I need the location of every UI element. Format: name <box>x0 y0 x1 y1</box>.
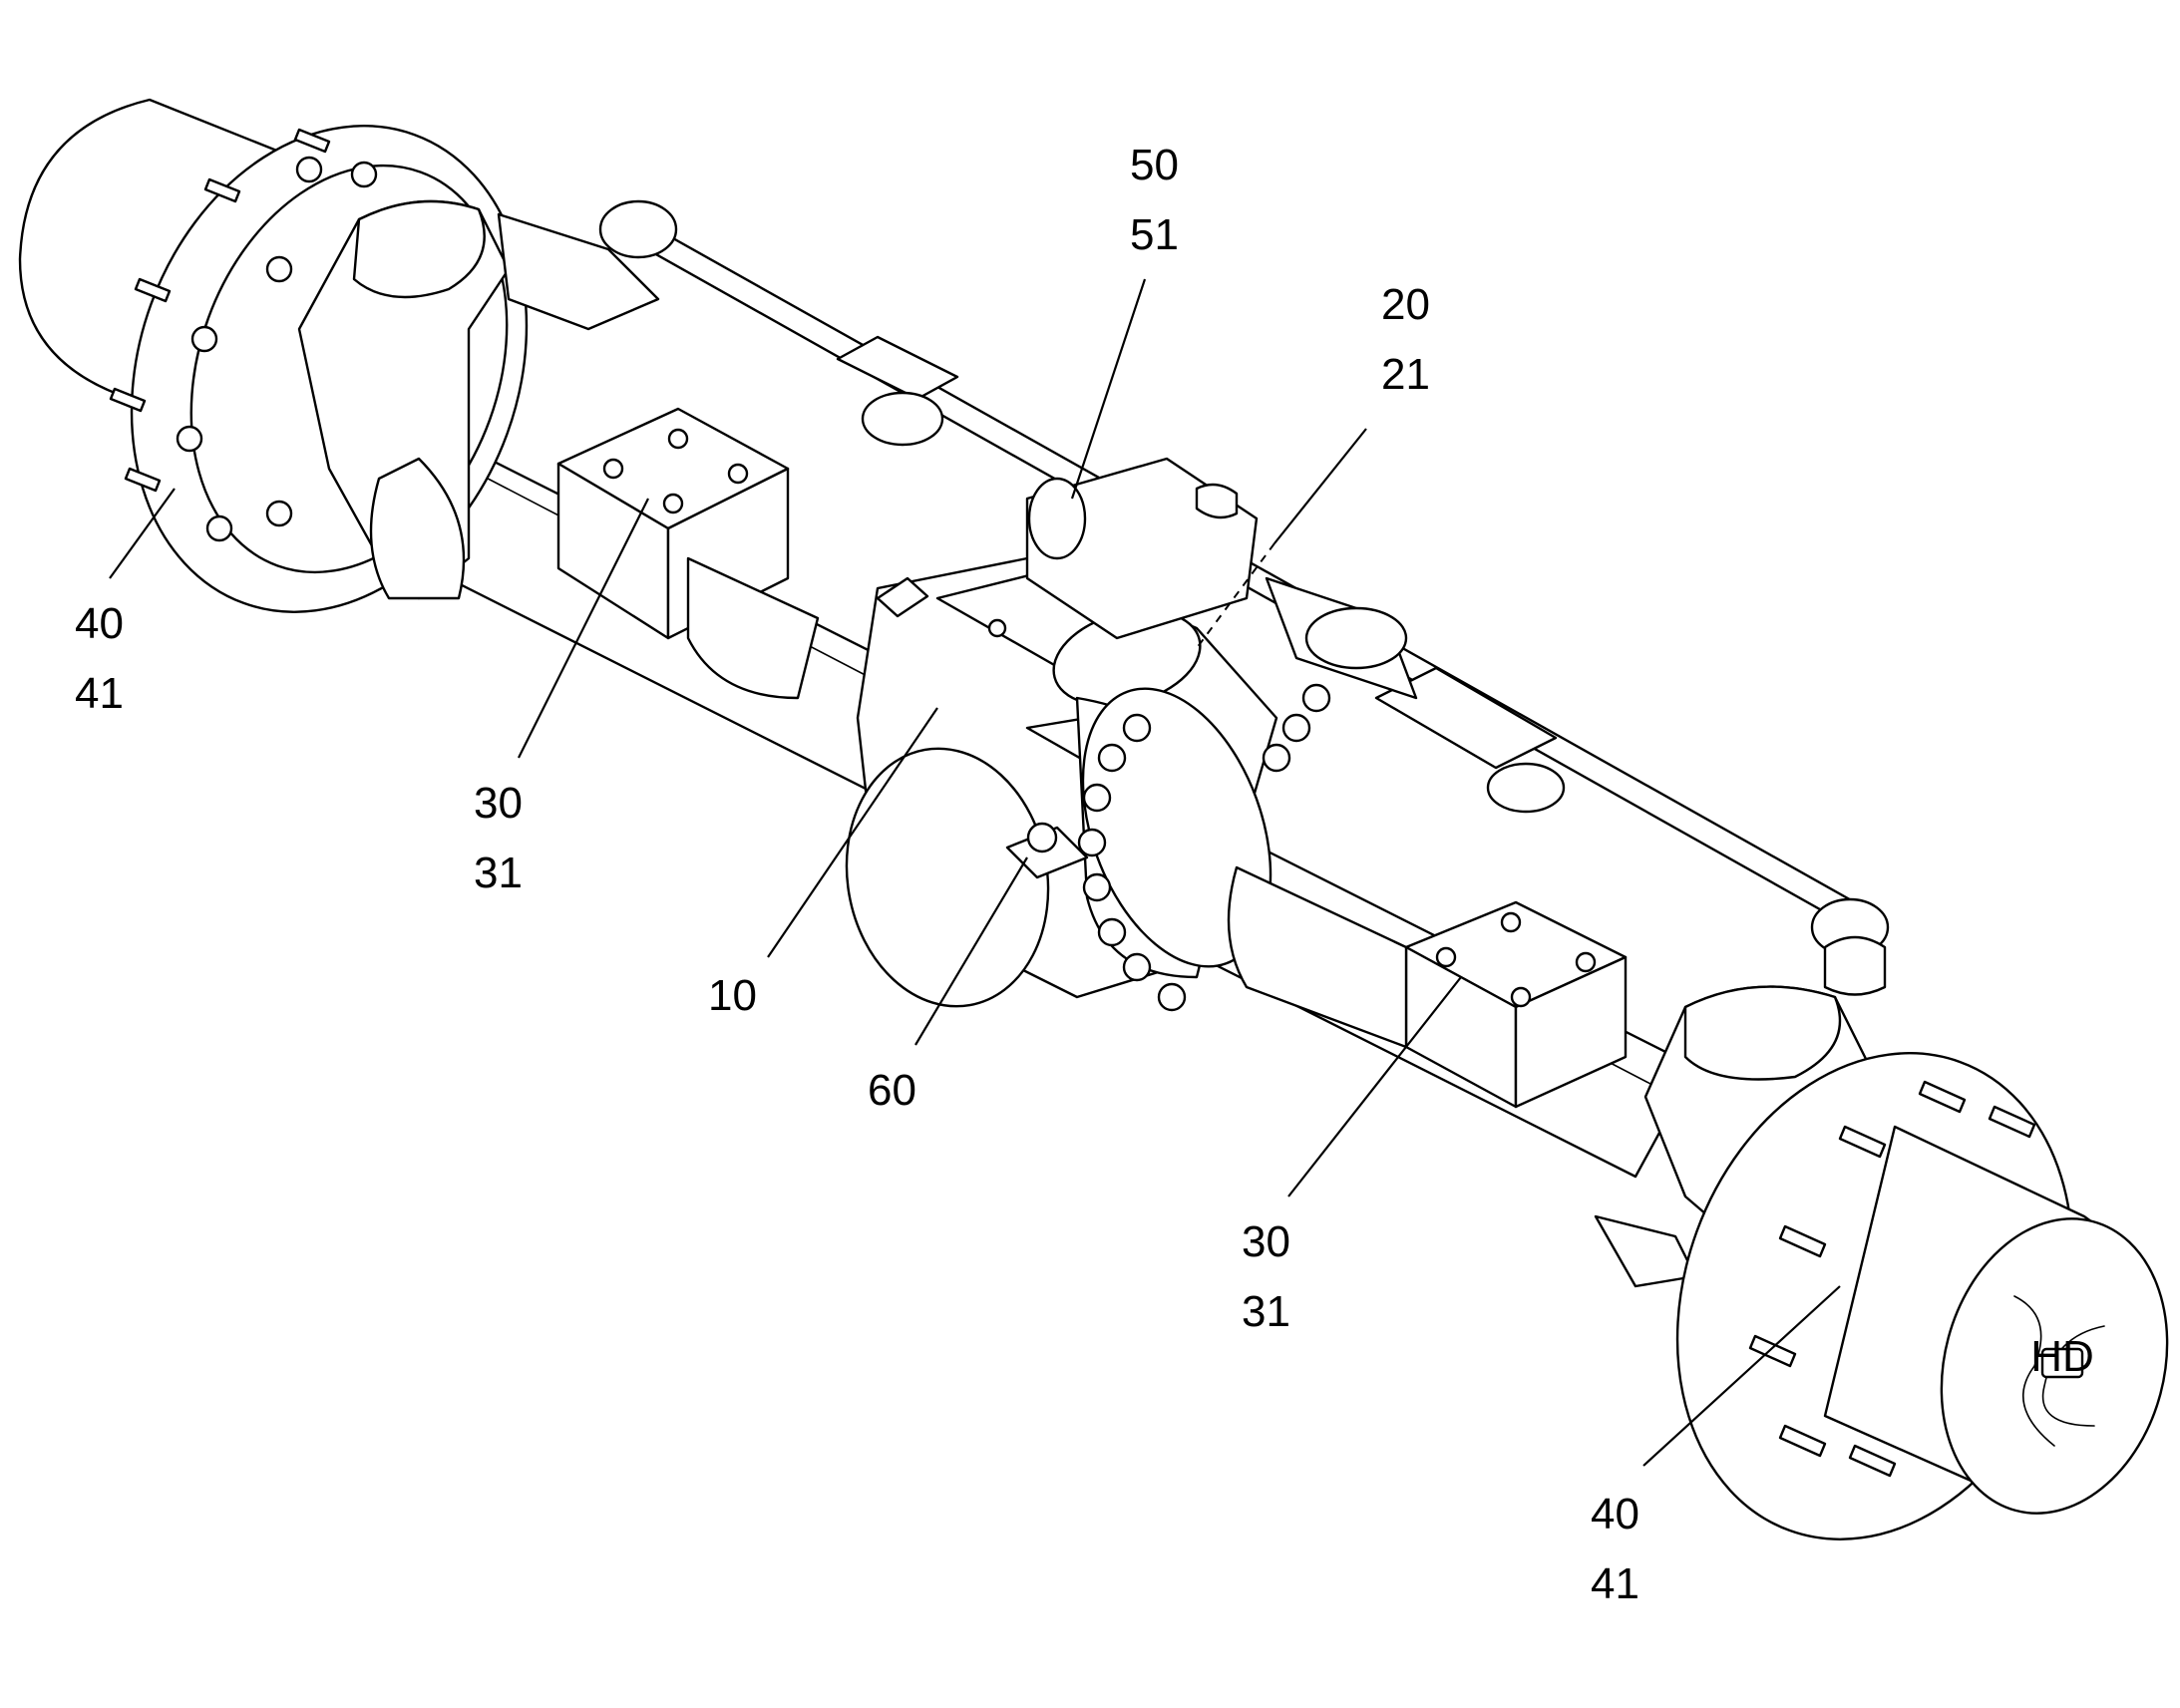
left-steering-knuckle <box>297 199 660 600</box>
callout-60: 60 <box>868 1066 916 1115</box>
leader-10 <box>767 707 938 958</box>
drain-plug <box>1005 822 1089 879</box>
callout-40-41-right: 40 41 <box>1591 1490 1639 1608</box>
leader-20-21 <box>1273 428 1367 544</box>
svg-text:31: 31 <box>474 849 523 897</box>
tie-rod-cylinder <box>1265 576 1418 700</box>
callout-40-41-left: 40 41 <box>75 599 124 718</box>
leader-40-41-right <box>1642 1285 1841 1467</box>
leader-20-21-hidden <box>1196 542 1275 649</box>
leader-60 <box>914 856 1028 1046</box>
right-wheel-hub: HD <box>1675 1052 2169 1540</box>
svg-text:30: 30 <box>474 779 523 828</box>
steering-stop <box>1025 457 1259 640</box>
svg-text:30: 30 <box>1242 1217 1290 1266</box>
right-mounting-pad <box>1227 865 1628 1109</box>
svg-text:41: 41 <box>1591 1559 1639 1608</box>
callout-20-21: 20 21 <box>1381 280 1430 399</box>
callout-10: 10 <box>708 971 757 1020</box>
leader-lines <box>109 278 1841 1467</box>
svg-text:20: 20 <box>1381 280 1430 329</box>
leader-40-41-left <box>109 488 176 579</box>
svg-text:31: 31 <box>1242 1287 1290 1336</box>
callout-30-31-left: 30 31 <box>474 779 523 897</box>
svg-text:40: 40 <box>75 599 124 648</box>
callout-30-31-right: 30 31 <box>1242 1217 1290 1336</box>
svg-text:51: 51 <box>1130 210 1179 259</box>
svg-text:50: 50 <box>1130 141 1179 189</box>
left-hub-studs <box>109 128 331 493</box>
svg-text:60: 60 <box>868 1066 916 1115</box>
svg-text:10: 10 <box>708 971 757 1020</box>
left-hub-bolt-holes <box>176 156 378 542</box>
leader-30-31-right <box>1287 976 1462 1197</box>
left-mounting-pad <box>556 407 820 700</box>
svg-text:21: 21 <box>1381 350 1430 399</box>
right-hub-studs <box>1748 1080 2036 1478</box>
leader-30-31-left <box>518 498 649 759</box>
leader-50-51 <box>1070 278 1147 500</box>
hd-logo: HD <box>2030 1332 2094 1381</box>
svg-text:40: 40 <box>1591 1490 1639 1538</box>
svg-text:HD: HD <box>2030 1332 2094 1381</box>
svg-text:41: 41 <box>75 669 124 718</box>
differential-bolts <box>1077 683 1331 1012</box>
callout-50-51: 50 51 <box>1130 141 1179 259</box>
differential-housing <box>845 556 1331 1012</box>
